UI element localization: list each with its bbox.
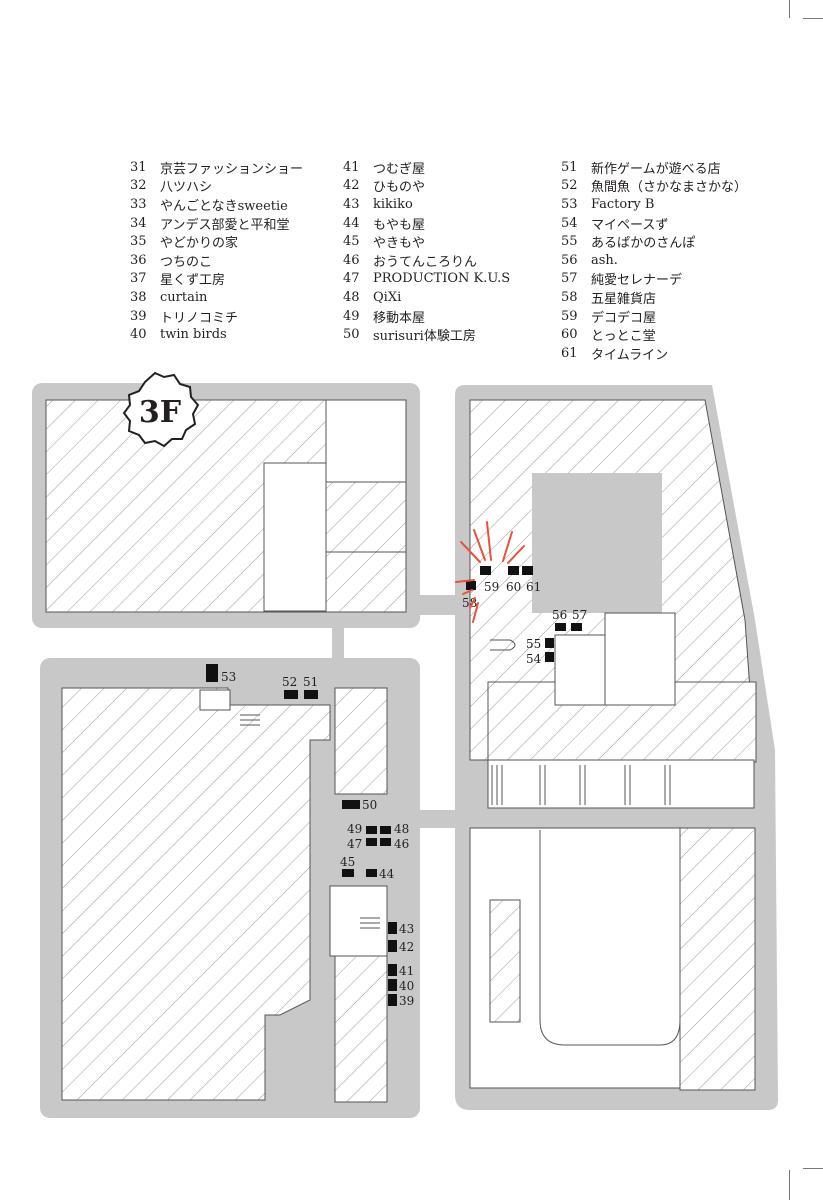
booth-42[interactable] — [388, 940, 397, 952]
booth-label: 57 — [572, 608, 587, 622]
booth-58[interactable] — [466, 581, 476, 590]
crop-mark — [789, 0, 790, 18]
booth-46[interactable] — [380, 838, 391, 846]
booth-60[interactable] — [508, 566, 519, 575]
booth-43[interactable] — [388, 922, 397, 934]
floor-label: 3F — [139, 395, 181, 430]
booth-label: 59 — [484, 580, 499, 594]
booth-54[interactable] — [545, 652, 554, 662]
booth-47[interactable] — [366, 838, 377, 846]
booth-label: 53 — [221, 670, 236, 684]
booth-52[interactable] — [284, 690, 298, 699]
hall-areas — [45, 399, 757, 1103]
crop-mark — [789, 1170, 790, 1200]
floor-badge: 3F — [122, 371, 200, 448]
booth-label: 46 — [394, 837, 409, 851]
booth-label: 47 — [347, 837, 362, 851]
booth-label: 41 — [399, 964, 414, 978]
booth-label: 40 — [399, 979, 414, 993]
booth-label: 48 — [394, 822, 409, 836]
booth-48[interactable] — [380, 826, 391, 834]
booths — [206, 566, 582, 1006]
booth-56[interactable] — [555, 623, 566, 631]
booth-45[interactable] — [342, 869, 354, 877]
booth-50[interactable] — [342, 800, 360, 809]
booth-label: 61 — [526, 580, 541, 594]
booth-53[interactable] — [206, 664, 218, 682]
booth-label: 60 — [506, 580, 521, 594]
booth-label: 39 — [399, 994, 414, 1008]
booth-label: 45 — [340, 855, 355, 869]
booth-label: 49 — [347, 822, 362, 836]
booth-59[interactable] — [480, 566, 491, 575]
booth-41[interactable] — [388, 964, 397, 976]
booth-label: 56 — [552, 608, 567, 622]
booth-label: 44 — [379, 867, 395, 881]
booth-label: 50 — [362, 798, 377, 812]
staircase-marks — [240, 639, 671, 929]
crop-mark — [803, 18, 823, 19]
booth-40[interactable] — [388, 979, 397, 991]
booth-55[interactable] — [545, 638, 554, 648]
booth-label: 54 — [526, 652, 542, 666]
highlight-burst — [455, 521, 525, 623]
booth-57[interactable] — [571, 623, 582, 631]
booth-label: 55 — [526, 637, 541, 651]
booth-49[interactable] — [366, 826, 377, 834]
booth-label: 42 — [399, 940, 414, 954]
booth-39[interactable] — [388, 994, 397, 1006]
booth-61[interactable] — [522, 566, 533, 575]
booth-label: 43 — [399, 922, 414, 936]
booth-44[interactable] — [366, 869, 377, 877]
booth-labels: 53 52 51 50 49 48 47 46 45 44 43 42 41 4… — [221, 580, 587, 1008]
booth-51[interactable] — [304, 690, 318, 699]
crop-mark — [803, 1168, 823, 1169]
booth-label: 51 — [303, 675, 318, 689]
booth-label: 52 — [282, 675, 297, 689]
